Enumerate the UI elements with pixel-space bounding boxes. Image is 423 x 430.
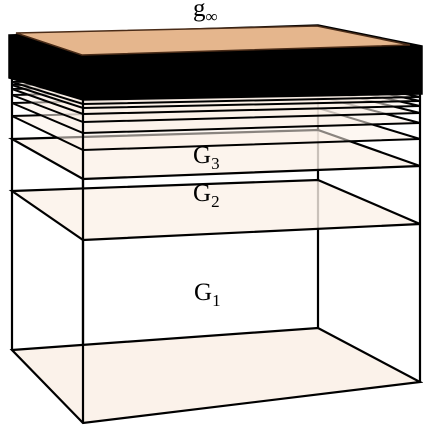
label-g-infinity: g∞ <box>193 0 218 26</box>
top-limit-plane <box>15 25 411 56</box>
label-g3: G3 <box>193 142 220 173</box>
front-vertical-edges <box>10 60 422 423</box>
bottom-plane <box>9 326 423 425</box>
label-g2: G2 <box>193 180 220 211</box>
label-g2-sub: 2 <box>211 192 220 211</box>
label-g1-base: G <box>194 279 212 306</box>
label-g1: G1 <box>194 279 221 310</box>
label-g3-base: G <box>193 142 211 169</box>
label-g2-base: G <box>193 180 211 207</box>
label-g3-sub: 3 <box>211 154 220 173</box>
label-g-infinity-base: g <box>193 0 206 22</box>
label-g1-sub: 1 <box>212 291 221 310</box>
label-g-infinity-sub: ∞ <box>206 7 218 26</box>
